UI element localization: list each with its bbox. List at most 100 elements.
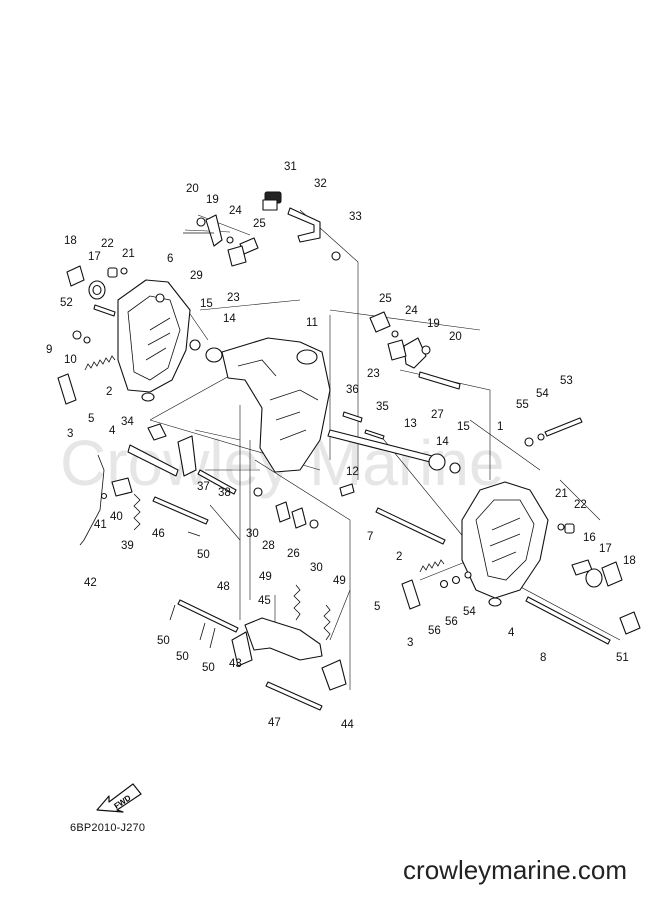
callout: 21 [122, 248, 135, 260]
callout: 20 [449, 331, 462, 343]
callout: 56 [428, 625, 441, 637]
callout: 2 [106, 386, 112, 398]
part-15-washer [189, 339, 201, 351]
callout: 31 [284, 161, 297, 173]
part-52-bolt [93, 304, 116, 317]
part-36-bolt [342, 411, 363, 423]
part-26-roller [291, 507, 307, 529]
part-48-rod [177, 599, 239, 633]
callout: 42 [84, 577, 97, 589]
part-6-left-clamp-bracket [117, 279, 191, 393]
callout: 38 [218, 487, 231, 499]
part-3-plate [57, 373, 77, 405]
callout: 25 [379, 293, 392, 305]
part-56-nut-2 [451, 575, 461, 585]
part-56-nut [439, 579, 449, 589]
callout: 40 [110, 511, 123, 523]
part-49-spring-2 [323, 604, 331, 641]
part-4-bush-right [488, 597, 502, 607]
part-54-washer [537, 433, 545, 441]
part-4-bush [141, 392, 155, 402]
callout: 35 [376, 401, 389, 413]
callout: 17 [599, 543, 612, 555]
part-14-collar-right [428, 453, 446, 471]
footer-website[interactable]: crowleymarine.com [403, 855, 627, 885]
callout: 45 [258, 595, 271, 607]
part-7-shaft [375, 507, 446, 545]
part-30-clip-2 [309, 519, 319, 529]
part-14-collar [205, 347, 223, 363]
callout: 23 [367, 368, 380, 380]
callout: 30 [310, 562, 323, 574]
callout: 48 [217, 581, 230, 593]
callout: 4 [109, 425, 116, 437]
part-1-right-clamp-bracket [461, 481, 549, 599]
part-12-bolt [339, 483, 355, 497]
callout: 49 [259, 571, 272, 583]
callout: 56 [445, 616, 458, 628]
callout: 1 [497, 421, 503, 433]
callout: 13 [404, 418, 417, 430]
part-11-swivel-bracket [221, 337, 331, 473]
callout: 7 [367, 531, 373, 543]
part-46-pin [152, 496, 209, 525]
callout: 28 [262, 540, 275, 552]
diagram-code: 6BP2010-J270 [70, 822, 146, 834]
part-55-washer [524, 437, 534, 447]
callout: 22 [574, 499, 587, 511]
callout: 6 [167, 253, 173, 265]
callout: 34 [121, 416, 134, 428]
callout: 22 [101, 238, 114, 250]
callout: 39 [121, 540, 134, 552]
lower-left-linkage [127, 423, 237, 495]
part-2-spring [84, 355, 116, 371]
callout: 4 [508, 627, 515, 639]
callout: 18 [64, 235, 77, 247]
callout: 15 [200, 298, 213, 310]
part-28-roller [275, 501, 291, 523]
callout: 24 [405, 305, 418, 317]
callout: 3 [407, 637, 413, 649]
callout: 54 [536, 388, 549, 400]
callout: 50 [176, 651, 189, 663]
callout: 25 [253, 218, 266, 230]
part-8-long-bolt [525, 596, 611, 645]
callout: 3 [67, 428, 73, 440]
callout: 53 [560, 375, 573, 387]
callout: 17 [88, 251, 101, 263]
callout-labels: 31 32 33 20 19 24 25 29 23 18 22 21 17 6… [46, 161, 636, 731]
callout: 50 [157, 635, 170, 647]
callout: 20 [186, 183, 199, 195]
right-bushings [557, 523, 623, 588]
upper-left-linkage [183, 214, 259, 267]
callout: 21 [555, 488, 568, 500]
callout: 37 [197, 481, 210, 493]
part-50-cotters [169, 604, 216, 649]
callout: 16 [583, 532, 596, 544]
callout: 8 [540, 652, 546, 664]
part-54-washer-right [464, 571, 472, 579]
callout: 47 [268, 717, 281, 729]
callout: 36 [346, 384, 359, 396]
callout: 5 [88, 413, 94, 425]
callout: 46 [152, 528, 165, 540]
callout: 29 [190, 270, 203, 282]
part-51-nut [619, 611, 641, 635]
callout: 50 [202, 662, 215, 674]
part-49-spring [293, 584, 301, 621]
callout: 10 [64, 354, 77, 366]
part-33-nut [331, 251, 341, 261]
callout: 30 [246, 528, 259, 540]
callout: 27 [431, 409, 444, 421]
part-3-plate-right [401, 579, 421, 610]
lower-cable-and-spring [79, 454, 141, 546]
callout: 9 [46, 344, 52, 356]
callout: 43 [229, 658, 242, 670]
callout: 11 [306, 317, 318, 329]
callout: 12 [346, 466, 359, 478]
upper-right-linkage [369, 311, 461, 390]
part-15-washer-right [449, 462, 461, 474]
part-30-clip [253, 487, 263, 497]
callout: 19 [206, 194, 219, 206]
